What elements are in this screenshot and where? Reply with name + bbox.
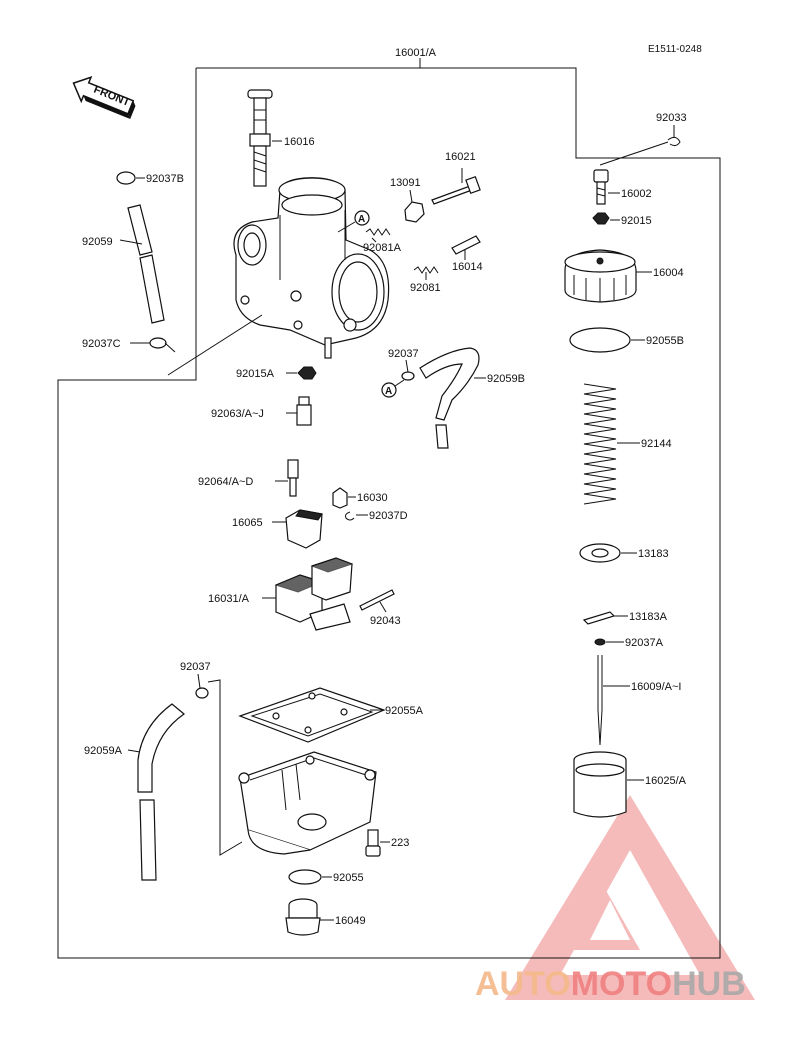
part-92081 <box>413 266 439 280</box>
label-16030: 16030 <box>357 492 388 504</box>
part-92064 <box>275 459 299 497</box>
label-16004: 16004 <box>653 267 684 279</box>
marker-a-bottom <box>381 379 405 398</box>
label-92037B: 92037B <box>146 173 184 185</box>
label-16014: 16014 <box>452 261 483 273</box>
part-92043 <box>359 589 395 613</box>
part-16021 <box>431 168 481 205</box>
part-16002 <box>593 169 620 205</box>
diagram-code: E1511-0248 <box>648 44 702 55</box>
label-92059: 92059 <box>82 236 113 248</box>
part-16065 <box>272 509 323 549</box>
label-92081: 92081 <box>410 282 441 294</box>
part-92063 <box>286 396 312 426</box>
label-16021: 16021 <box>445 151 476 163</box>
label-92144: 92144 <box>641 438 672 450</box>
label-92037C: 92037C <box>82 338 121 350</box>
label-13183: 13183 <box>638 548 669 560</box>
part-16009 <box>597 655 630 746</box>
part-92037-upper <box>401 359 415 381</box>
part-92055A <box>238 687 386 743</box>
label-16009: 16009/A~I <box>631 681 681 693</box>
part-13183 <box>579 543 637 563</box>
label-92064: 92064/A~D <box>198 476 253 488</box>
part-92055B <box>569 327 645 353</box>
label-16065: 16065 <box>232 517 263 529</box>
part-92055 <box>288 869 332 885</box>
part-92081A <box>365 228 391 243</box>
part-92037A <box>594 638 624 646</box>
watermark-text: AUTOMOTOHUB <box>475 965 746 1003</box>
part-92059 <box>119 204 165 324</box>
front-arrow-icon <box>72 76 136 119</box>
marker-a-bottom-label: A <box>385 386 392 397</box>
marker-a-top-label: A <box>358 214 365 225</box>
part-92037B <box>116 171 145 185</box>
label-92059A: 92059A <box>84 745 123 757</box>
label-13183A: 13183A <box>629 611 668 623</box>
part-92059B <box>419 347 486 449</box>
label-92043: 92043 <box>370 615 401 627</box>
part-92015 <box>592 212 620 225</box>
part-16025 <box>573 751 644 818</box>
label-92055B: 92055B <box>646 335 684 347</box>
watermark-hub: HUB <box>672 965 746 1003</box>
part-92037D <box>345 511 368 521</box>
label-92037D: 92037D <box>369 510 408 522</box>
part-16049 <box>285 898 334 936</box>
label-16016: 16016 <box>284 136 315 148</box>
marker-a-top <box>337 210 370 233</box>
part-13091 <box>404 189 425 223</box>
label-92081A: 92081A <box>363 242 402 254</box>
part-223 <box>365 829 390 857</box>
label-16049: 16049 <box>335 915 366 927</box>
label-92059B: 92059B <box>487 373 525 385</box>
watermark-auto: AUTO <box>475 965 571 1003</box>
part-92033 <box>599 125 681 166</box>
label-92055: 92055 <box>333 872 364 884</box>
label-223: 223 <box>391 837 409 849</box>
float-bowl <box>238 751 377 855</box>
part-13183A <box>582 611 628 625</box>
watermark-logo <box>505 795 755 1000</box>
label-92063: 92063/A~J <box>211 408 264 420</box>
label-92015A: 92015A <box>236 368 275 380</box>
label-16031: 16031/A <box>208 593 250 605</box>
part-92059A <box>127 703 185 881</box>
watermark-moto: MOTO <box>571 965 672 1003</box>
label-16025: 16025/A <box>645 775 687 787</box>
label-92037-upper: 92037 <box>388 348 419 360</box>
carburetor-body <box>233 177 390 359</box>
part-92037C <box>130 314 263 376</box>
part-92015A <box>286 366 317 380</box>
part-16016 <box>247 89 282 187</box>
part-92037-lower <box>195 673 243 856</box>
label-13091: 13091 <box>390 177 421 189</box>
label-92055A: 92055A <box>385 705 424 717</box>
part-16004 <box>564 249 652 303</box>
part-16031 <box>262 557 354 631</box>
label-92037A: 92037A <box>625 637 664 649</box>
label-92033: 92033 <box>656 112 687 124</box>
label-16002: 16002 <box>621 188 652 200</box>
assembly-frame <box>57 58 721 959</box>
assembly-label: 16001/A <box>395 47 437 59</box>
part-16030 <box>332 487 356 509</box>
part-16014 <box>451 235 481 260</box>
label-92037-lower: 92037 <box>180 661 211 673</box>
label-92015: 92015 <box>621 215 652 227</box>
part-92144 <box>583 380 640 508</box>
